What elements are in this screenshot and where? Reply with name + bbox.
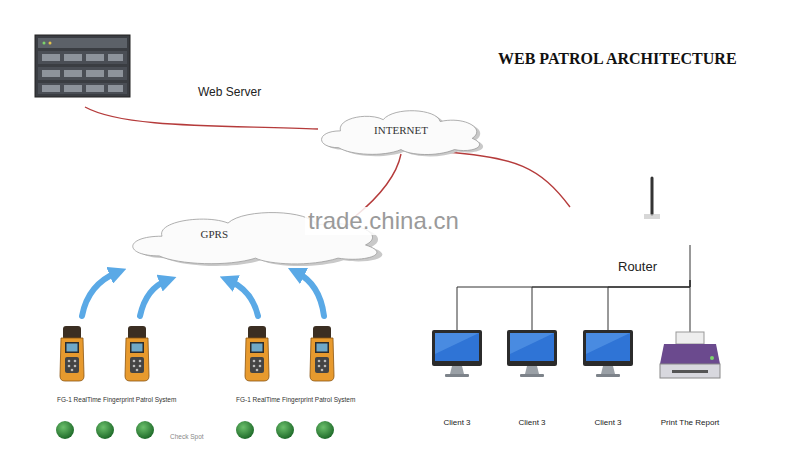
lan-wire [608,280,690,330]
handheld-device [310,326,334,381]
node-label: Client 3 [594,418,621,427]
server-node: Web Server [30,30,300,107]
printer-shape [650,328,730,432]
handheld-device [245,326,269,381]
uplink-arrows [82,272,324,316]
client-pc: Client 3 [492,328,572,432]
node-label: Client 3 [443,418,470,427]
node-label: GPRS [200,228,228,241]
watermark: trade.china.cn [305,207,462,235]
node-label: Web Server [198,86,261,100]
node-label: INTERNET [374,124,428,137]
monitor-shape [492,328,572,432]
lan-wire [532,280,690,330]
device-caption: FG-1 RealTime Fingerprint Patrol System [236,396,355,403]
lan-wire [457,280,690,330]
handheld-device [60,326,84,381]
server-rack [35,35,130,97]
diagram-title: WEB PATROL ARCHITECTURE [498,50,737,68]
network-link [85,107,318,129]
check-spot-label: Check Spot [170,433,204,440]
lan-wire [690,280,691,332]
cloud: INTERNET [312,100,490,158]
printer: Print The Report [650,328,730,432]
network-link [446,152,571,207]
client-pc: Client 3 [417,328,497,432]
node-label: Client 3 [518,418,545,427]
monitor-shape [568,328,648,432]
handheld-device [125,326,149,381]
client-pc: Client 3 [568,328,648,432]
node-label: Print The Report [661,418,720,427]
node-label: Router [618,260,657,275]
device-caption: FG-1 RealTime Fingerprint Patrol System [57,396,176,403]
monitor-shape [417,328,497,432]
router-node: Router [600,172,700,280]
